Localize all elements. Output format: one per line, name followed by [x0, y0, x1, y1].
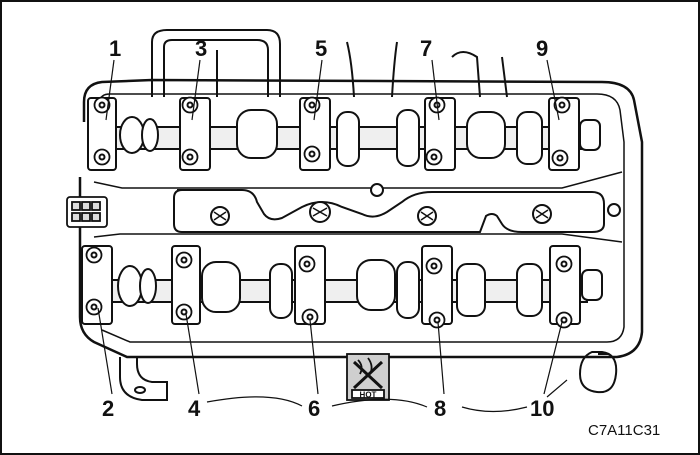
callout-10: 10	[530, 396, 554, 421]
callout-7: 7	[420, 36, 432, 61]
upper-camshaft	[111, 109, 601, 167]
callout-6: 6	[308, 396, 320, 421]
callout-5: 5	[315, 36, 327, 61]
callout-2: 2	[102, 396, 114, 421]
figure-code: C7A11C31	[588, 422, 660, 439]
spark-plug-channel	[173, 183, 621, 233]
coolant-pipes	[151, 29, 508, 98]
hot-label: HOT	[360, 391, 377, 400]
callout-leaders	[97, 59, 568, 413]
callout-9: 9	[536, 36, 548, 61]
connector-icon	[66, 196, 108, 228]
lower-camshaft	[111, 259, 603, 319]
callout-4: 4	[188, 396, 201, 421]
callout-8: 8	[434, 396, 446, 421]
lower-bracket	[119, 351, 618, 401]
callout-3: 3	[195, 36, 207, 61]
callout-1: 1	[109, 36, 121, 61]
cylinder-head-outline	[78, 78, 644, 359]
hot-surface-warning-icon: HOT	[346, 353, 390, 401]
callout-numbers: 1 3 5 7 9 2 4 6 8 10	[102, 36, 554, 421]
